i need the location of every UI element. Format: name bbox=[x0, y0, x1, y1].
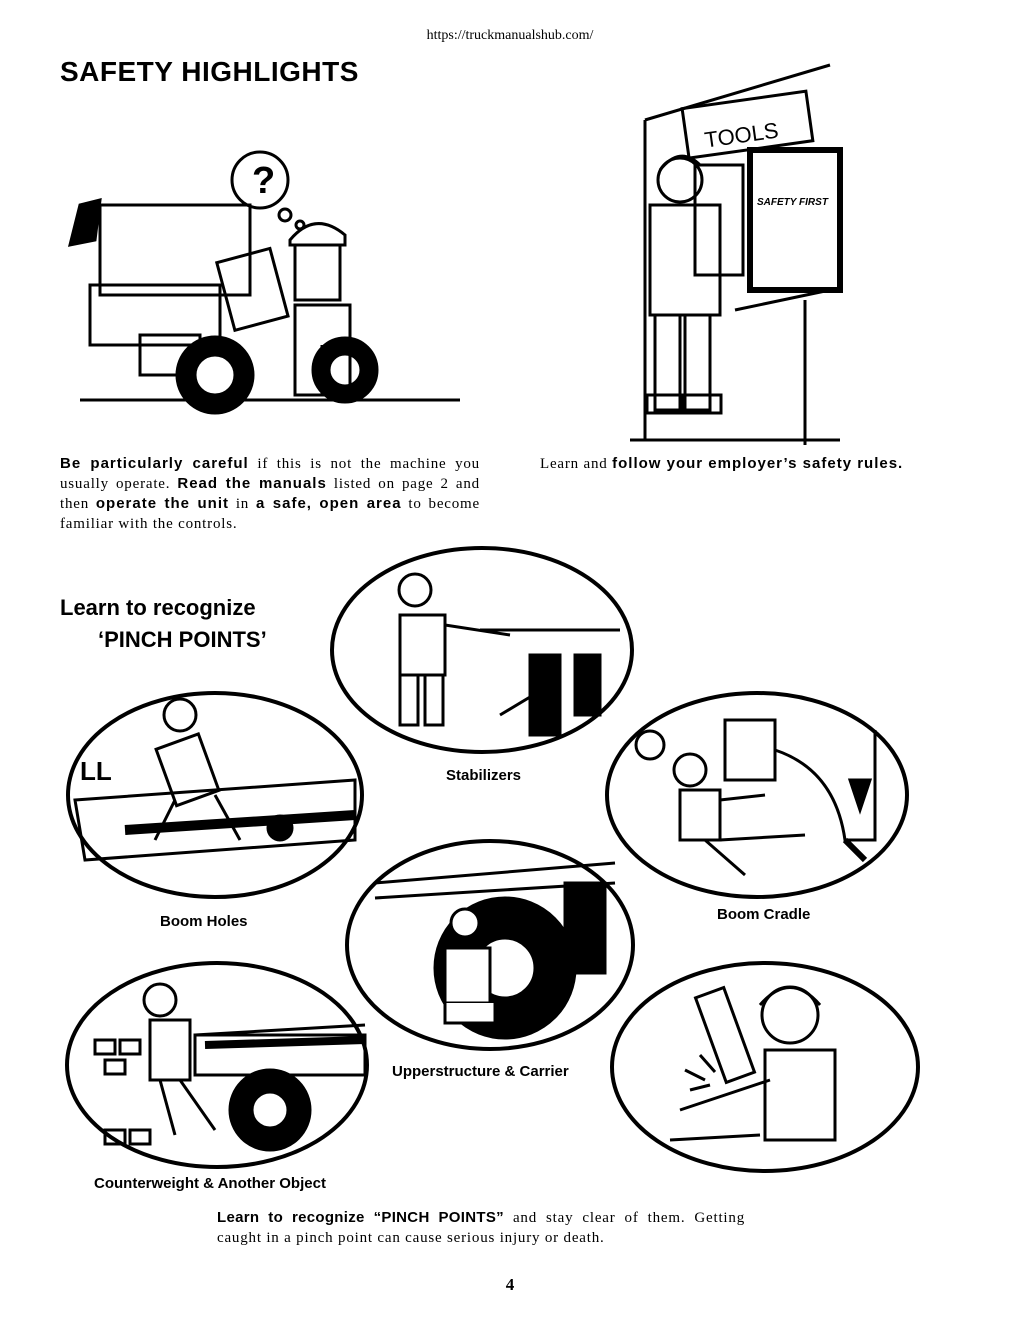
svg-text:LL: LL bbox=[80, 756, 112, 786]
safety-poster-text: SAFETY FIRST bbox=[757, 197, 829, 208]
pinch-heading: Learn to recognize ‘PINCH POINTS’ bbox=[60, 595, 267, 652]
illustration-upperstructure bbox=[345, 839, 635, 1051]
page-number: 4 bbox=[505, 1275, 515, 1294]
illustration-reading-manual: ? bbox=[67, 150, 460, 415]
illustration-counterweight bbox=[65, 961, 369, 1169]
caption-counterweight: Counterweight & Another Object bbox=[94, 1175, 326, 1192]
caption-stabilizers: Stabilizers bbox=[446, 767, 522, 784]
left-paragraph: Be particularly careful if this is not t… bbox=[60, 455, 480, 532]
bottom-paragraph: Learn to recognize “PINCH POINTS” and st… bbox=[217, 1209, 745, 1246]
illustration-boom-holes: LL bbox=[66, 691, 364, 899]
caption-boom-holes: Boom Holes bbox=[160, 913, 248, 930]
page-title: SAFETY HIGHLIGHTS bbox=[60, 56, 359, 87]
header-url: https://truckmanualshub.com/ bbox=[426, 28, 594, 43]
caption-boom-cradle: Boom Cradle bbox=[717, 906, 811, 923]
illustration-hand-pinch bbox=[610, 961, 920, 1173]
illustration-stabilizers bbox=[330, 546, 634, 754]
caption-upperstructure: Upperstructure & Carrier bbox=[392, 1063, 569, 1080]
right-paragraph: Learn and follow your employer’s safety … bbox=[540, 455, 904, 472]
illustration-safety-board: TOOLS SAFETY FIRST bbox=[630, 63, 843, 445]
svg-text:?: ? bbox=[252, 160, 275, 202]
illustration-boom-cradle bbox=[605, 691, 909, 899]
